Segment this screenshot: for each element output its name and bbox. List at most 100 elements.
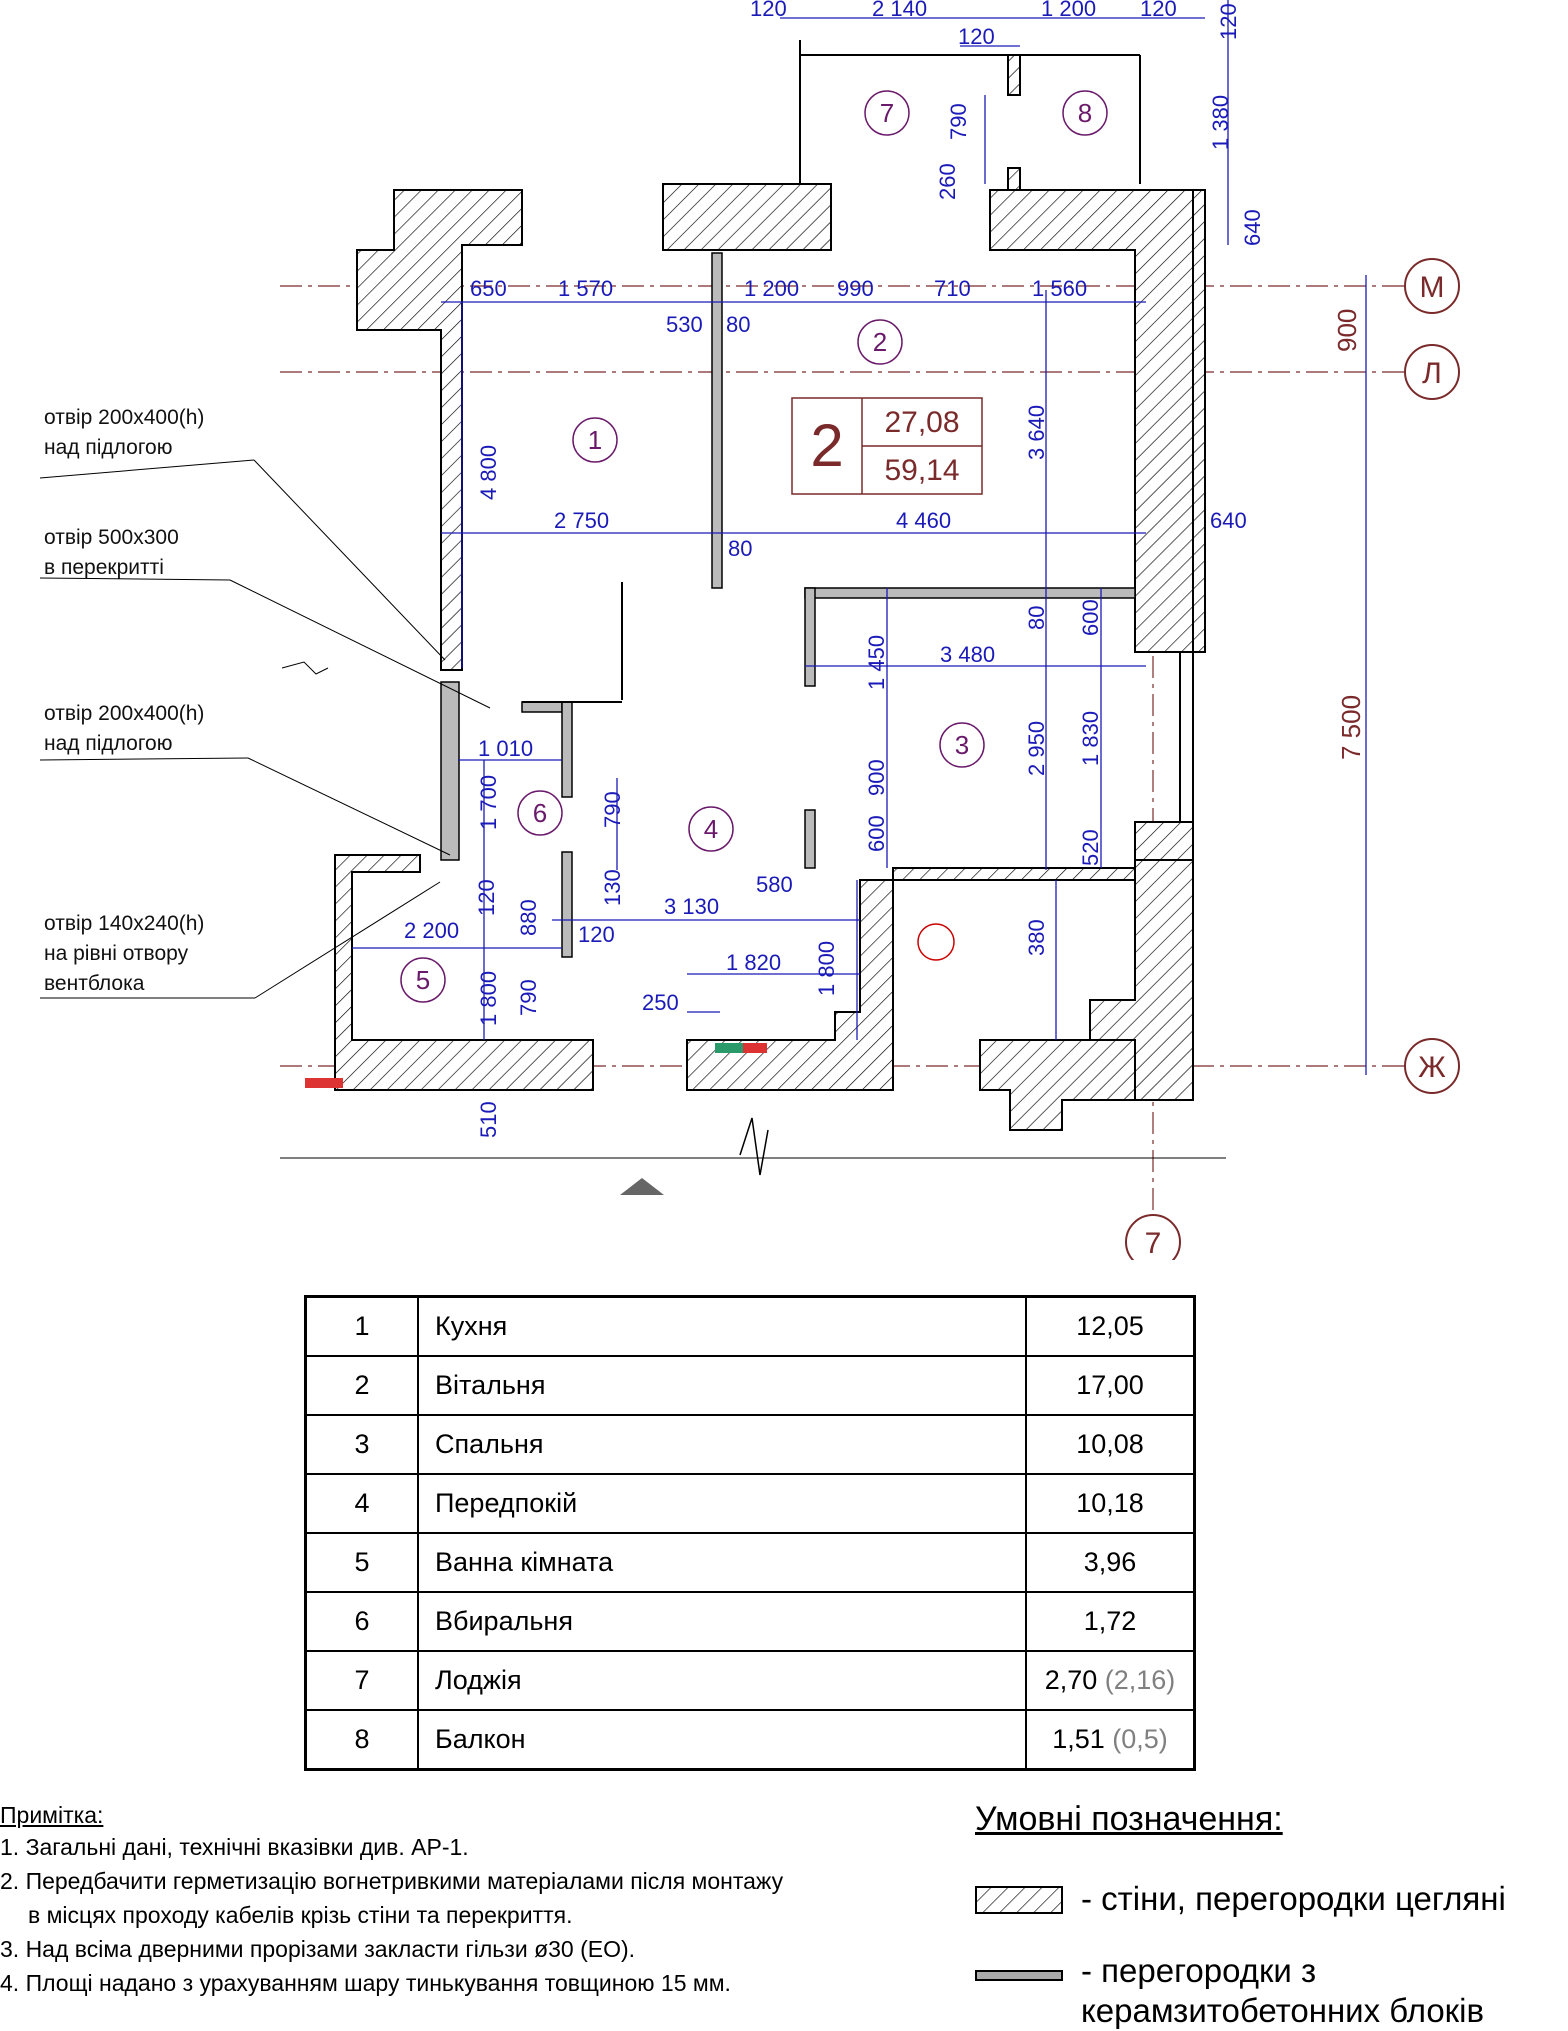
legend-block-label-2: керамзитобетонних блоків: [1081, 1992, 1484, 2029]
room-num: 2: [304, 1355, 419, 1416]
axis-label-zh: Ж: [1418, 1051, 1446, 1084]
dim-4460: 4 460: [896, 508, 951, 533]
dim-80c: 80: [1024, 606, 1049, 630]
plan-notes: отвір 200х400(h) над підлогою отвір 500х…: [44, 406, 204, 995]
wall-loggia-post-right: [1007, 54, 1021, 96]
dim-900a: 900: [864, 759, 889, 796]
room-marker-3: 3: [955, 730, 969, 760]
room-name: Вітальня: [417, 1355, 1027, 1416]
wall-corridor-bottom: [686, 879, 894, 1091]
dim-120e: 120: [474, 879, 499, 916]
room-marker-5: 5: [416, 965, 430, 995]
break-line-left-icon: [281, 661, 329, 675]
dim-1380: 1 380: [1208, 95, 1233, 150]
room-marker-circles: [400, 90, 1108, 1003]
dim-990: 990: [837, 276, 874, 301]
axis-bubbles: [1125, 258, 1460, 1260]
room-name: Ванна кімната: [417, 1532, 1027, 1593]
wall-right-upper-edge: [1192, 189, 1206, 653]
rooms-table: 1 Кухня 12,05 2 Вітальня 17,00 3 Спальня…: [304, 1295, 1196, 1771]
room-num: 3: [304, 1414, 419, 1475]
dim-top-120d: 120: [1216, 3, 1241, 40]
table-row: 8 Балкон 1,51 (0,5): [304, 1709, 1196, 1771]
room-marker-6: 6: [533, 798, 547, 828]
room-name: Передпокій: [417, 1473, 1027, 1534]
dim-260: 260: [935, 163, 960, 200]
room-area: 10,18: [1025, 1473, 1196, 1534]
dim-600a: 600: [1078, 599, 1103, 636]
dim-790b: 790: [600, 791, 625, 828]
dim-1570: 1 570: [558, 276, 613, 301]
north-arrow-icon: [620, 1178, 664, 1195]
dim-3480: 3 480: [940, 642, 995, 667]
dim-2200: 2 200: [404, 918, 459, 943]
dim-650: 650: [470, 276, 507, 301]
table-row: 6 Вбиральня 1,72: [304, 1591, 1196, 1652]
dim-axis-900: 900: [1332, 309, 1362, 352]
dim-top-120c: 120: [1140, 0, 1177, 21]
room-area: 1,51 (0,5): [1025, 1709, 1196, 1771]
room-area-note: (2,16): [1104, 1665, 1176, 1695]
legend-block-label-1: - перегородки з: [1081, 1952, 1317, 1989]
dimension-texts: 120 2 140 120 1 200 120 120 1 380 640 79…: [404, 0, 1366, 1138]
wall-balcony-post: [1007, 167, 1021, 191]
room-name: Балкон: [417, 1709, 1027, 1771]
apartment-living-area: 27,08: [884, 406, 959, 439]
wall-top-right: [989, 189, 1194, 653]
note-line: 1. Загальні дані, технічні вказівки див.…: [0, 1834, 469, 1860]
note-opening-1-line2: над підлогою: [44, 436, 172, 459]
dim-1560: 1 560: [1032, 276, 1087, 301]
legend-title: Умовні позначення:: [975, 1800, 1283, 1838]
note-line: 2. Передбачити герметизацію вогнетривким…: [0, 1868, 784, 1894]
room-num: 1: [304, 1295, 419, 1357]
dim-510: 510: [476, 1101, 501, 1138]
room-area: 12,05: [1025, 1295, 1196, 1357]
room-name: Спальня: [417, 1414, 1027, 1475]
room-num: 7: [304, 1650, 419, 1711]
room-area: 17,00: [1025, 1355, 1196, 1416]
apartment-total-area: 59,14: [884, 454, 959, 487]
block-partition-icon: [975, 1970, 1063, 1981]
wall-top-mid: [662, 183, 832, 251]
wall-bottom-right: [979, 1039, 1136, 1131]
notes-block: Примітка: 1. Загальні дані, технічні вка…: [0, 1800, 900, 2000]
wall-mid-right-block: [892, 821, 1194, 881]
room-num: 6: [304, 1591, 419, 1652]
wall-bathroom: [334, 854, 594, 1091]
note-leaders: [39, 459, 491, 999]
note-line: в місцях проходу кабелів крізь стіни та …: [28, 1902, 573, 1928]
dim-640a: 640: [1240, 209, 1265, 246]
dim-520: 520: [1078, 829, 1103, 866]
table-row: 5 Ванна кімната 3,96: [304, 1532, 1196, 1593]
dim-640b: 640: [1210, 508, 1247, 533]
brick-wall-hatch-icon: [975, 1886, 1063, 1914]
room-name: Лоджія: [417, 1650, 1027, 1711]
dim-530: 530: [666, 312, 703, 337]
dim-axis-7500: 7 500: [1336, 695, 1366, 760]
axis-label-m: М: [1420, 271, 1445, 304]
dim-1830: 1 830: [1078, 711, 1103, 766]
legend-brick-label: - стіни, перегородки цегляні: [1081, 1880, 1506, 1917]
note-opening-4-line1: отвір 140х240(h): [44, 912, 204, 935]
break-line-icon: [739, 1117, 769, 1176]
dim-1820: 1 820: [726, 950, 781, 975]
table-row: 2 Вітальня 17,00: [304, 1355, 1196, 1416]
room-area: 10,08: [1025, 1414, 1196, 1475]
floor-plan: М Л Ж 7 2 27,08 59,14 1 2 3 4 5 6 7 8 12…: [39, 0, 1460, 1260]
room-area-note: (0,5): [1112, 1724, 1168, 1754]
apartment-number: 2: [810, 412, 843, 479]
note-opening-4-line2: на рівні отвору: [44, 942, 189, 965]
dim-790a: 790: [946, 103, 971, 140]
dim-1010: 1 010: [478, 736, 533, 761]
dim-1450: 1 450: [864, 635, 889, 690]
drain-icon: [917, 923, 955, 961]
dim-380: 380: [1024, 919, 1049, 956]
dim-2950: 2 950: [1024, 721, 1049, 776]
dim-top-1200: 1 200: [1041, 0, 1096, 21]
wall-outlines: [522, 40, 1194, 822]
dim-600b: 600: [864, 815, 889, 852]
note-opening-3-line2: над підлогою: [44, 732, 172, 755]
room-marker-2: 2: [873, 327, 887, 357]
room-num: 8: [304, 1709, 419, 1771]
note-opening-1-line1: отвір 200х400(h): [44, 406, 204, 429]
